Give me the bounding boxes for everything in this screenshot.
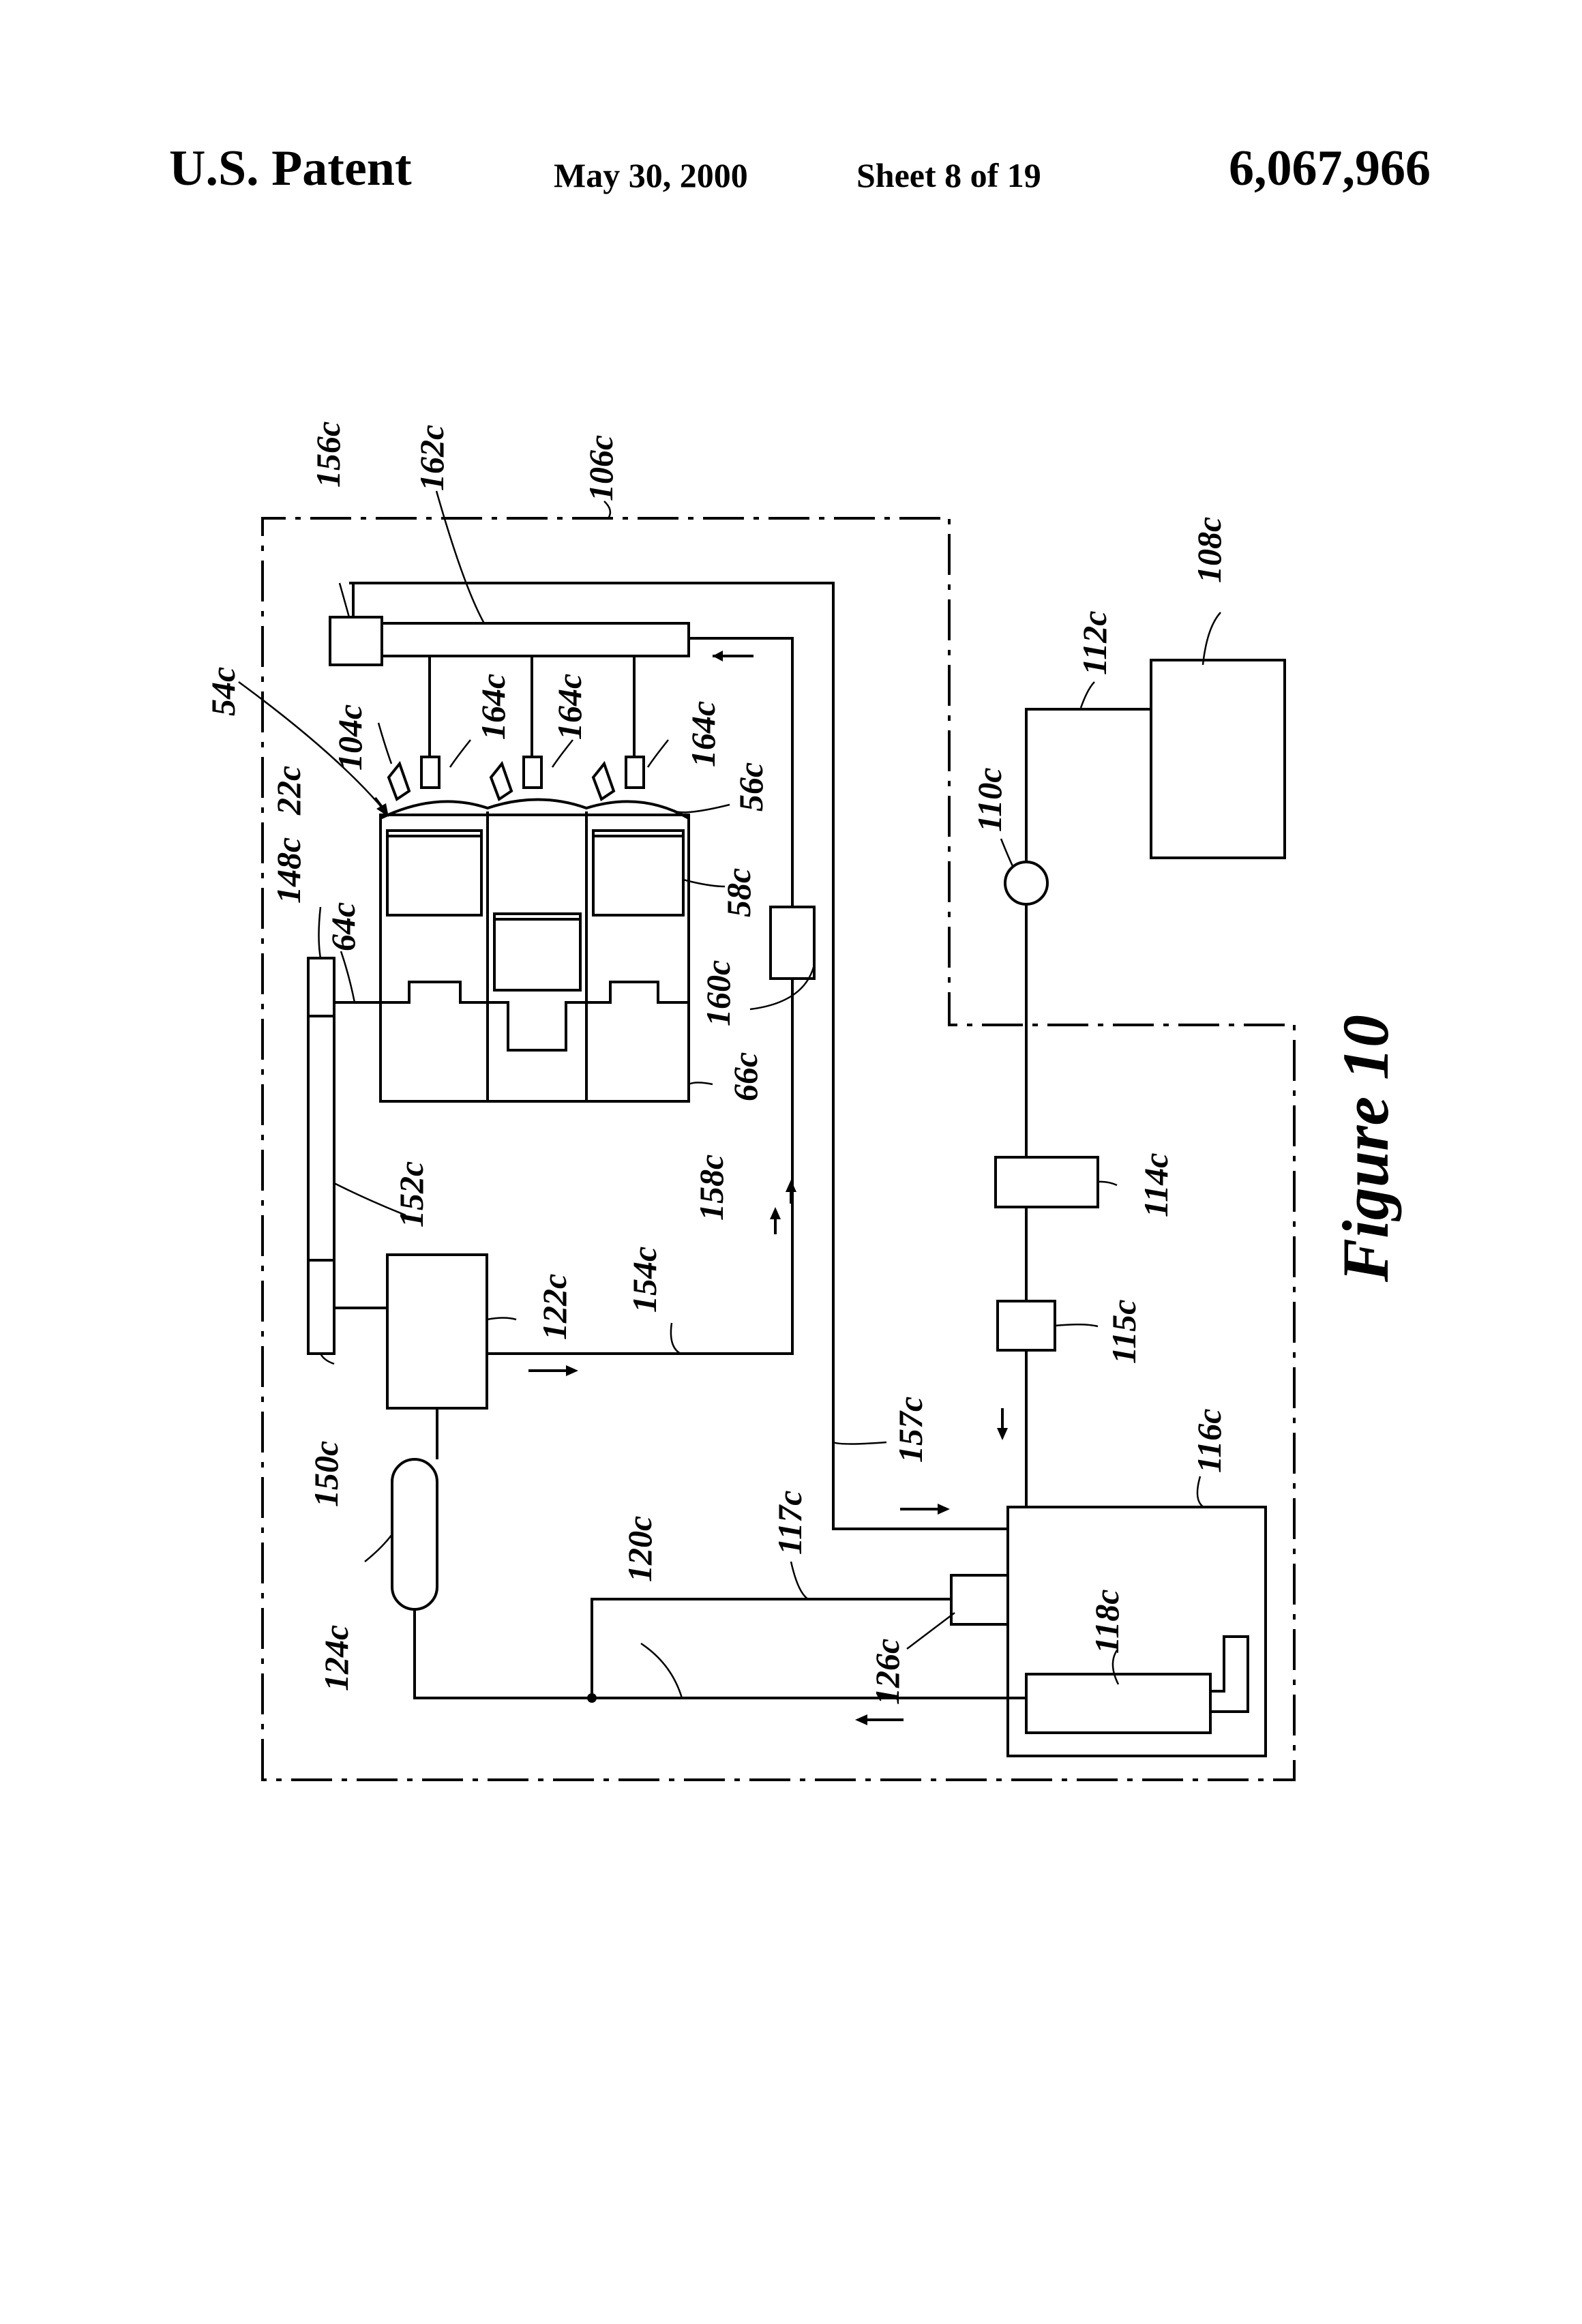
filter-114c — [996, 1157, 1098, 1207]
valve-115c — [998, 1301, 1055, 1350]
label-54c: 54c — [204, 667, 242, 716]
label-164c-3: 164c — [684, 701, 722, 767]
label-104c: 104c — [331, 704, 369, 771]
fuel-line-120c — [415, 1609, 1026, 1698]
label-114c: 114c — [1137, 1153, 1175, 1217]
pressure-regulator-156c — [330, 617, 382, 665]
label-112c: 112c — [1075, 611, 1114, 675]
spark-plug-104c-2 — [491, 764, 511, 799]
label-162c: 162c — [413, 425, 451, 491]
label-150c: 150c — [307, 1441, 345, 1507]
label-164c-2: 164c — [550, 674, 588, 740]
crankshaft-66c — [380, 982, 689, 1050]
label-117c: 117c — [771, 1491, 809, 1555]
label-126c: 126c — [868, 1639, 906, 1705]
pump-intake — [1210, 1637, 1248, 1712]
label-56c: 56c — [732, 762, 770, 811]
injector-164c-1 — [421, 757, 439, 788]
label-64c: 64c — [324, 902, 362, 951]
label-120c: 120c — [621, 1516, 659, 1582]
label-157c: 157c — [891, 1397, 929, 1463]
air-compressor-122c — [387, 1255, 487, 1408]
fuel-source-108c — [1151, 660, 1285, 858]
spark-plug-104c-3 — [593, 764, 614, 799]
fuel-rail-162c — [382, 623, 689, 656]
piston-2 — [494, 914, 580, 990]
air-valve-160c — [771, 907, 814, 979]
fuel-pump-126c — [951, 1575, 1008, 1624]
figure-caption: Figure 10 — [1329, 1015, 1402, 1283]
label-154c: 154c — [625, 1247, 663, 1313]
piston-58c — [593, 831, 683, 915]
label-156c: 156c — [309, 421, 347, 488]
label-160c: 160c — [699, 960, 737, 1026]
label-116c: 116c — [1190, 1409, 1228, 1473]
spark-plug-104c-1 — [389, 764, 409, 799]
label-152c: 152c — [392, 1161, 430, 1227]
label-148c: 148c — [269, 837, 308, 904]
label-22c: 22c — [269, 766, 308, 816]
label-66c: 66c — [726, 1052, 764, 1101]
fill-line-112c — [1026, 709, 1151, 1507]
label-164c-1: 164c — [474, 674, 512, 740]
piston-1 — [387, 831, 481, 915]
injector-164c-2 — [524, 757, 541, 788]
label-124c: 124c — [317, 1625, 355, 1691]
label-108c: 108c — [1190, 517, 1228, 583]
injector-164c-3 — [626, 757, 644, 788]
label-122c: 122c — [535, 1274, 573, 1340]
label-106c: 106c — [582, 435, 620, 501]
accumulator-124c — [392, 1459, 437, 1609]
label-58c: 58c — [719, 868, 758, 917]
label-115c: 115c — [1105, 1300, 1143, 1364]
label-110c: 110c — [970, 768, 1009, 832]
junction-dot — [587, 1693, 597, 1703]
check-valve-110c — [1005, 862, 1047, 904]
label-118c: 118c — [1088, 1590, 1126, 1654]
label-158c: 158c — [692, 1154, 730, 1221]
